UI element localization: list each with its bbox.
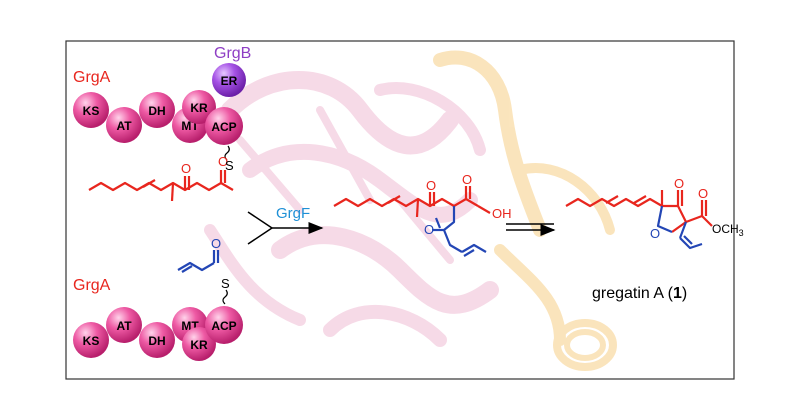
svg-text:ACP: ACP	[211, 120, 236, 134]
grgf-condensation-arrow	[247, 211, 324, 245]
product-ester-oxygen: O	[698, 186, 708, 201]
intermediate-blue-oxygen: O	[424, 222, 434, 237]
svg-text:DH: DH	[148, 334, 165, 348]
svg-text:AT: AT	[116, 119, 132, 133]
grgf-label: GrgF	[276, 205, 310, 222]
domain-ks-upper: KS	[73, 92, 109, 128]
lower-sulfur: S	[221, 276, 230, 291]
upper-sulfur: S	[225, 158, 234, 173]
protein-background	[204, 50, 617, 371]
intermediate-ketone-oxygen: O	[426, 178, 436, 193]
product-name-label: gregatin A (1)	[592, 285, 687, 302]
upper-polyketide-chain	[88, 145, 234, 202]
svg-text:ACP: ACP	[211, 319, 236, 333]
domain-kr-lower: KR	[182, 327, 216, 361]
lower-pks-module: GrgA KS AT DH MT KR ACP	[73, 277, 243, 361]
svg-text:KR: KR	[190, 101, 208, 115]
svg-text:AT: AT	[116, 319, 132, 333]
product-ring-oxygen: O	[650, 226, 660, 241]
svg-text:ER: ER	[221, 74, 238, 88]
grgb-label: GrgB	[214, 45, 251, 62]
domain-acp-upper: ACP	[205, 107, 243, 145]
upper-ketone-oxygen: O	[181, 161, 191, 176]
lower-thioester-oxygen: O	[211, 236, 221, 251]
product-ketone-oxygen: O	[674, 176, 684, 191]
upper-grga-label: GrgA	[73, 69, 111, 86]
domain-kr-upper: KR	[182, 90, 216, 124]
domain-ks-lower: KS	[73, 322, 109, 358]
pink-protein-ribbon	[204, 71, 499, 347]
svg-text:DH: DH	[148, 104, 165, 118]
intermediate-structure	[333, 186, 491, 257]
svg-text:KS: KS	[83, 334, 100, 348]
domain-dh-upper: DH	[139, 92, 175, 128]
domain-er-grgb: ER	[212, 63, 246, 97]
upper-pks-module: GrgA GrgB KS AT DH MT KR ACP ER	[73, 45, 251, 145]
intermediate-acid-oxygen: O	[462, 172, 472, 187]
domain-at-lower: AT	[106, 307, 142, 343]
orange-protein-ribbon	[433, 50, 617, 371]
domain-dh-lower: DH	[139, 322, 175, 358]
gregatin-a-structure	[565, 190, 713, 250]
lower-crotonyl-chain	[177, 250, 228, 305]
svg-text:KS: KS	[83, 104, 100, 118]
svg-text:KR: KR	[190, 338, 208, 352]
domain-at-upper: AT	[106, 107, 142, 143]
lower-grga-label: GrgA	[73, 277, 111, 294]
product-methyl-ester-label: OCH3	[712, 222, 744, 238]
intermediate-hydroxyl: OH	[492, 206, 512, 221]
domain-acp-lower: ACP	[205, 306, 243, 344]
upper-thioester-oxygen: O	[218, 154, 228, 169]
multistep-arrow	[506, 223, 556, 236]
